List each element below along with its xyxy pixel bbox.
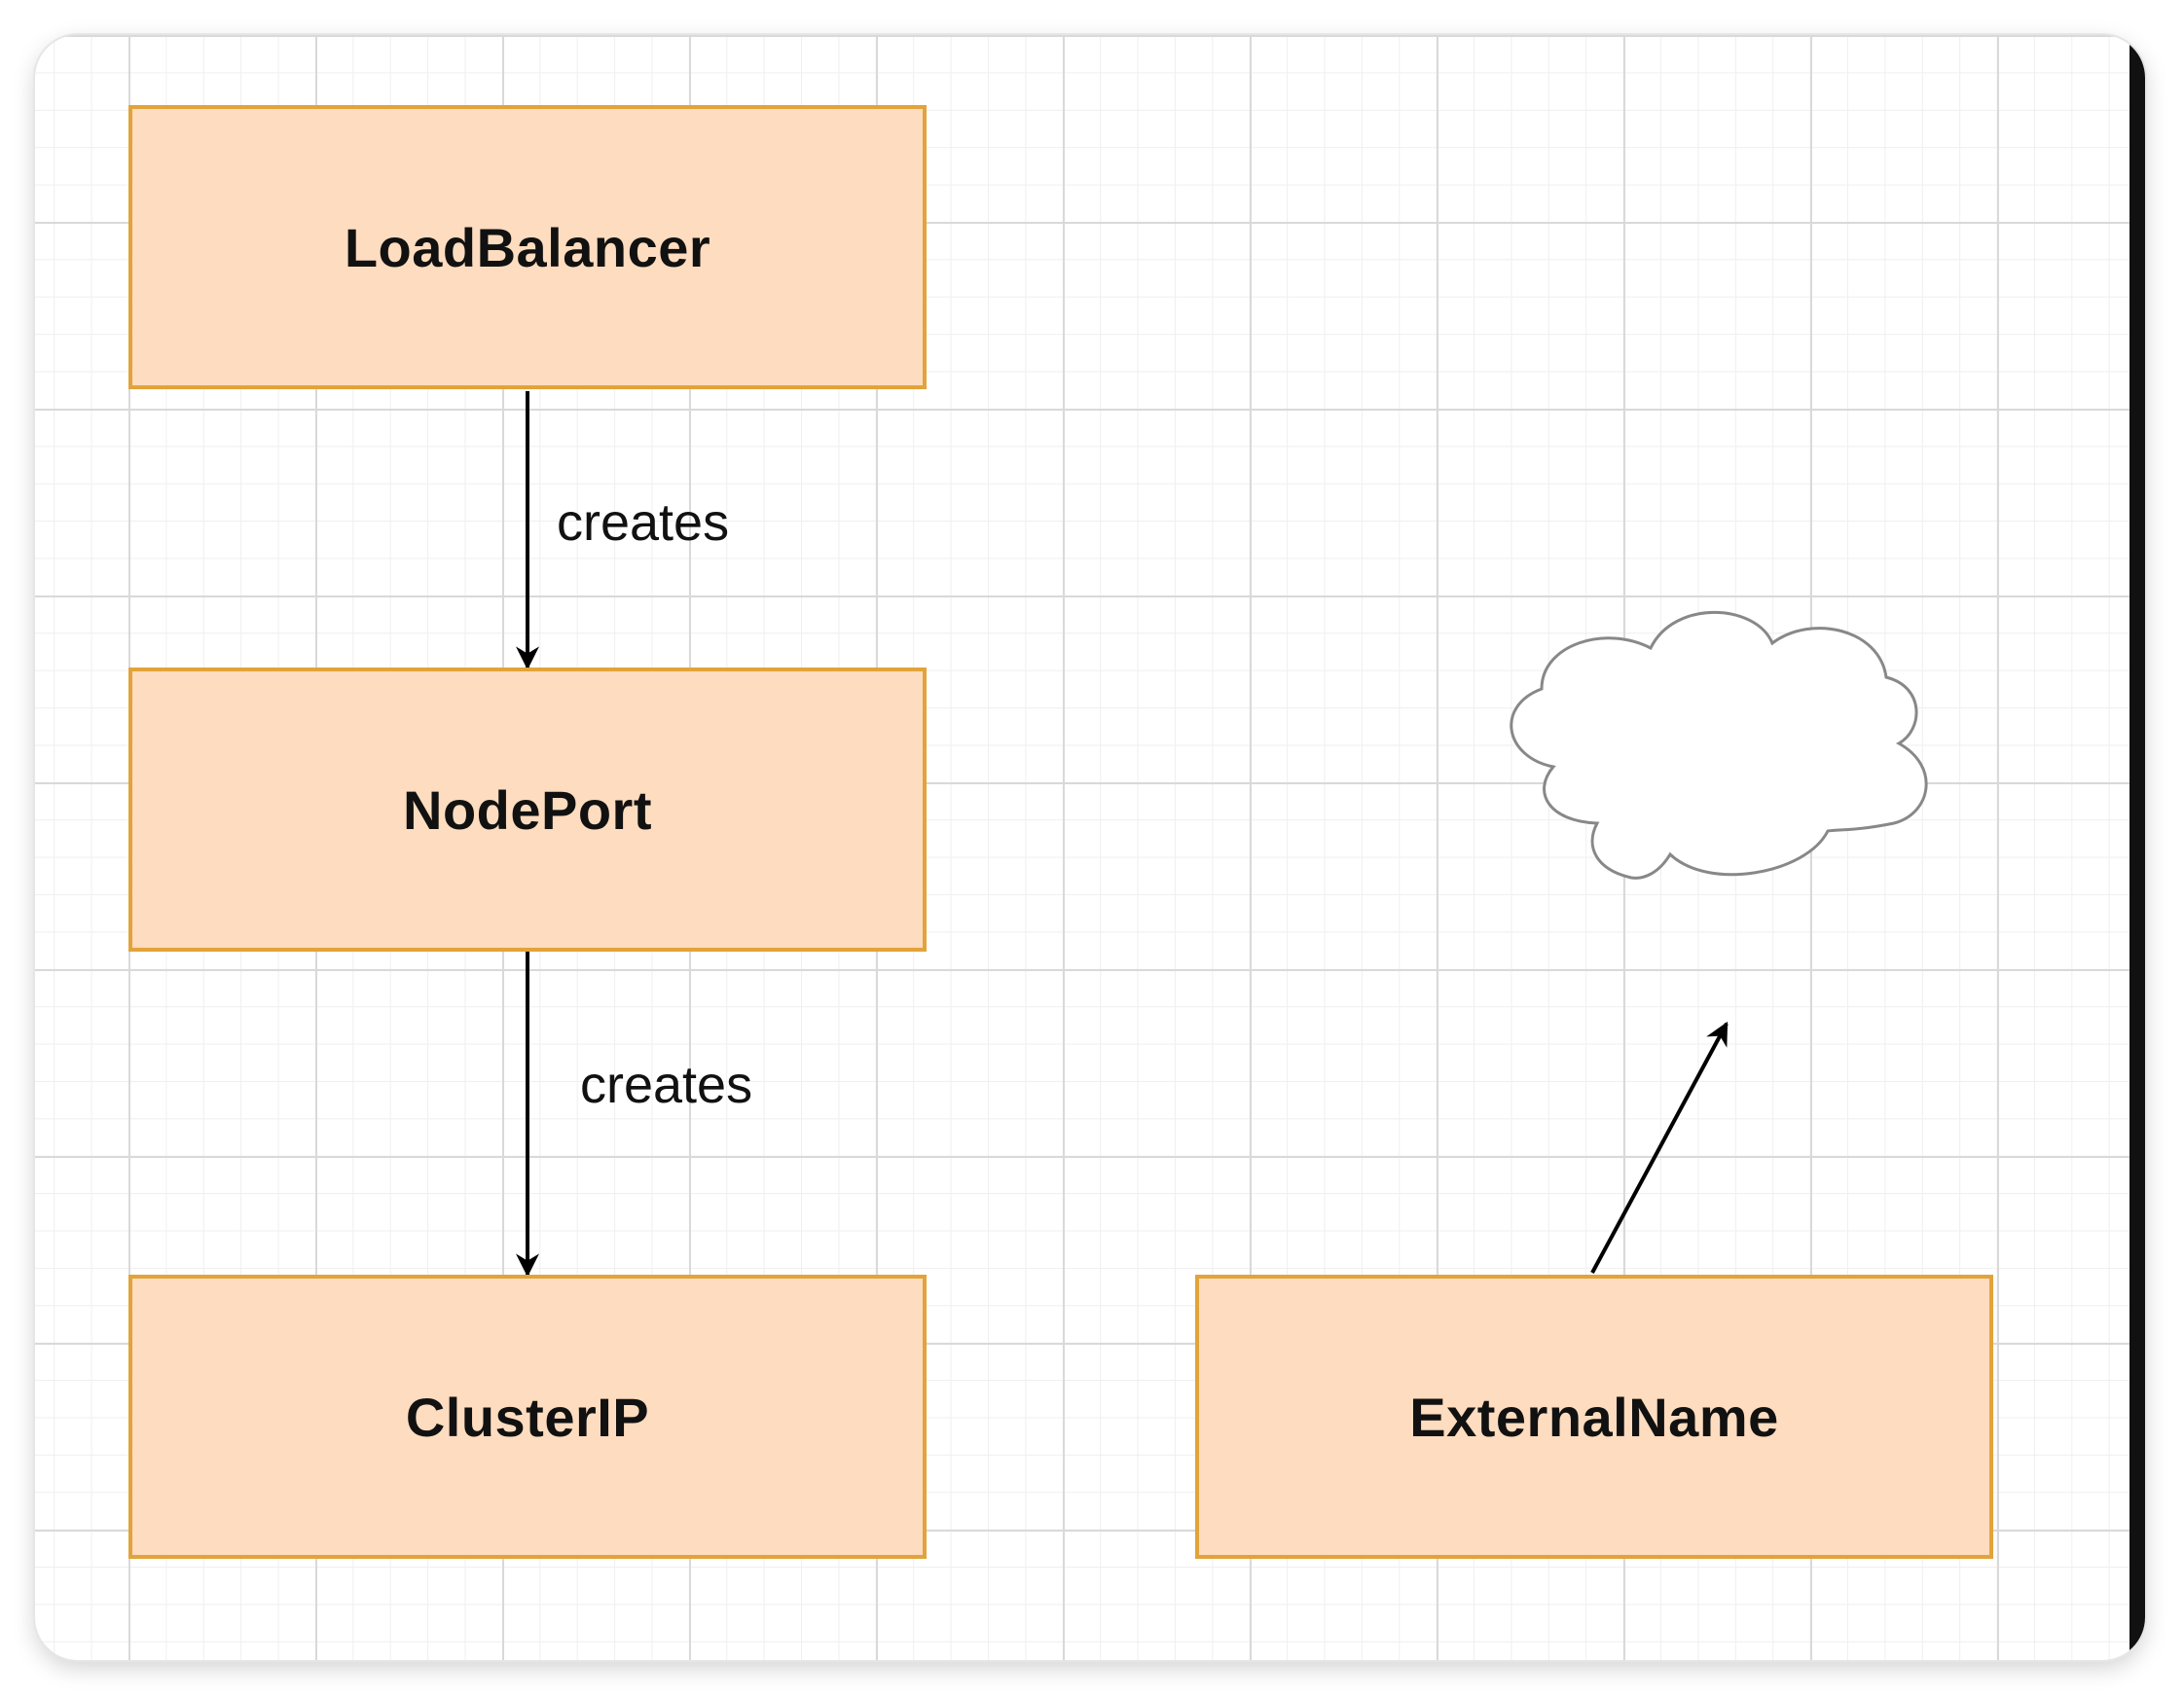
node-clusterip[interactable]: ClusterIP — [128, 1275, 927, 1559]
node-label: LoadBalancer — [344, 216, 711, 278]
node-label: NodePort — [403, 778, 652, 841]
edge-label-creates-lb: creates — [557, 493, 730, 552]
node-label: ClusterIP — [405, 1386, 650, 1448]
edge-label-creates-nodeport: creates — [580, 1056, 753, 1114]
connectors-layer — [516, 391, 1928, 1278]
arrow-externalname-to-cloud[interactable] — [1590, 1021, 1729, 1274]
diagram-canvas: LoadBalancer NodePort ClusterIP External… — [35, 35, 2145, 1660]
node-loadbalancer[interactable]: LoadBalancer — [128, 105, 927, 389]
node-externalname[interactable]: ExternalName — [1195, 1275, 1993, 1559]
cloud-icon[interactable] — [1510, 610, 1928, 880]
node-nodeport[interactable]: NodePort — [128, 668, 927, 952]
node-label: ExternalName — [1409, 1386, 1779, 1448]
window-edge — [2129, 35, 2145, 1660]
